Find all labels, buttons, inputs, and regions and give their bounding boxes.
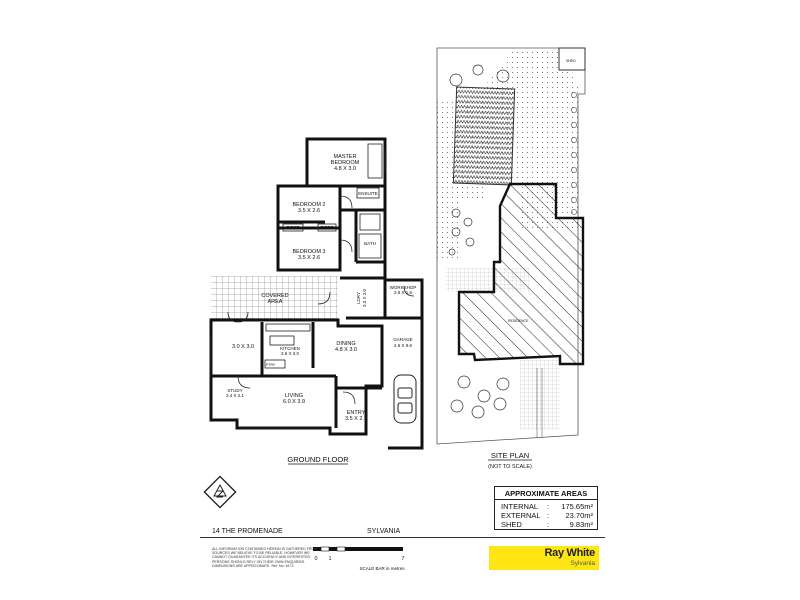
- area-row-shed: SHED : 9.83m²: [501, 520, 593, 529]
- room-label-bedroom-2: BEDROOM 2: [292, 202, 325, 208]
- site-plan: SHED RESIDENCE SITE PLAN (NOT TO SCALE): [436, 47, 586, 470]
- room-dims-garage: 2.6 X 9.6: [394, 343, 413, 348]
- suburb: SYLVANIA: [367, 528, 401, 535]
- room-label-bedroom-3: BEDROOM 3: [292, 249, 325, 255]
- room-dims-ldry: 3.3 X 2.0: [362, 288, 367, 307]
- street-address: 14 THE PROMENADE: [212, 528, 283, 535]
- room-dims-workshop: 2.6 X 1.6: [394, 290, 413, 295]
- shed: SHED: [558, 47, 586, 71]
- room-label-workshop: WORKSHOP: [390, 285, 417, 290]
- room-dims-kitchen: 3.6 X 3.0: [281, 351, 300, 356]
- room-label-kitchen: KITCHEN: [280, 346, 300, 351]
- room-dims-entry: 3.5 X 2.7: [345, 416, 367, 422]
- room-label-living: LIVING: [285, 393, 303, 399]
- svg-text:7: 7: [401, 556, 404, 562]
- room-dims-bedroom-3: 3.5 X 2.6: [298, 255, 320, 261]
- bath-label: BATH: [364, 241, 376, 246]
- room-dims-bedroom-2: 3.5 X 2.6: [298, 208, 320, 214]
- site-plan-subheading: (NOT TO SCALE): [488, 464, 532, 470]
- robe-label: ROBE: [321, 225, 334, 230]
- room-dims-dining: 4.8 X 3.0: [335, 347, 357, 353]
- room-dims-master-bedroom: 4.8 X 3.0: [334, 166, 356, 172]
- room-dims-3x3: 3.0 X 3.0: [232, 344, 254, 350]
- room-dims-living: 6.0 X 3.9: [283, 399, 305, 405]
- room-label-ldry: LDRY: [356, 292, 361, 304]
- robe-label: ROBE: [287, 225, 300, 230]
- room-label-master-bedroom-2: BEDROOM: [331, 160, 360, 166]
- area-row-external: EXTERNAL : 23.70m²: [501, 511, 593, 520]
- covered-area: [211, 276, 338, 320]
- ground-floor-heading: GROUND FLOOR: [287, 455, 349, 464]
- area-row-internal: INTERNAL : 175.65m²: [501, 502, 593, 511]
- pantry-label: PTRY: [266, 363, 276, 367]
- room-label-master-bedroom: MASTER: [334, 154, 357, 160]
- room-label-dining: DINING: [336, 341, 355, 347]
- room-label-covered-area-2: AREA: [268, 299, 283, 305]
- room-label-study: STUDY: [227, 388, 242, 393]
- site-plan-heading: SITE PLAN: [491, 451, 529, 460]
- room-label-covered-area: COVERED: [261, 293, 288, 299]
- scale-bar: 0 1 7 SCALE BAR in metres: [313, 546, 405, 571]
- svg-text:SCALE BAR in metres: SCALE BAR in metres: [359, 566, 405, 571]
- approximate-areas-box: APPROXIMATE AREAS INTERNAL : 175.65m² EX…: [494, 486, 598, 530]
- ensuite-label: ENSUITE: [358, 191, 378, 196]
- svg-text:RESIDENCE: RESIDENCE: [508, 319, 529, 323]
- agency-name: Ray White: [544, 547, 596, 559]
- ray-white-logo: Ray White Sylvania: [489, 546, 599, 570]
- svg-text:0: 0: [314, 556, 317, 562]
- car-icon: [393, 374, 417, 424]
- shrub-icon: [571, 92, 577, 215]
- room-label-entry: ENTRY: [347, 410, 366, 416]
- ground-floor-plan: MASTER BEDROOM 4.8 X 3.0 BEDROOM 2 3.5 X…: [209, 137, 424, 465]
- svg-text:SHED: SHED: [566, 59, 576, 63]
- room-dims-study: 3.4 X 2.1: [226, 393, 245, 398]
- room-label-garage: GARAGE: [393, 337, 412, 342]
- areas-title: APPROXIMATE AREAS: [495, 487, 597, 500]
- tree-icon: [448, 64, 510, 419]
- compass-logo-icon: [203, 475, 237, 509]
- residence: RESIDENCE: [457, 182, 585, 366]
- disclaimer: ALL INFORMATION CONTAINED HEREIN IS GATH…: [212, 547, 318, 568]
- svg-text:1: 1: [328, 556, 331, 562]
- address-rule: [200, 537, 605, 538]
- pool: [452, 86, 516, 186]
- agency-branch: Sylvania: [570, 560, 595, 567]
